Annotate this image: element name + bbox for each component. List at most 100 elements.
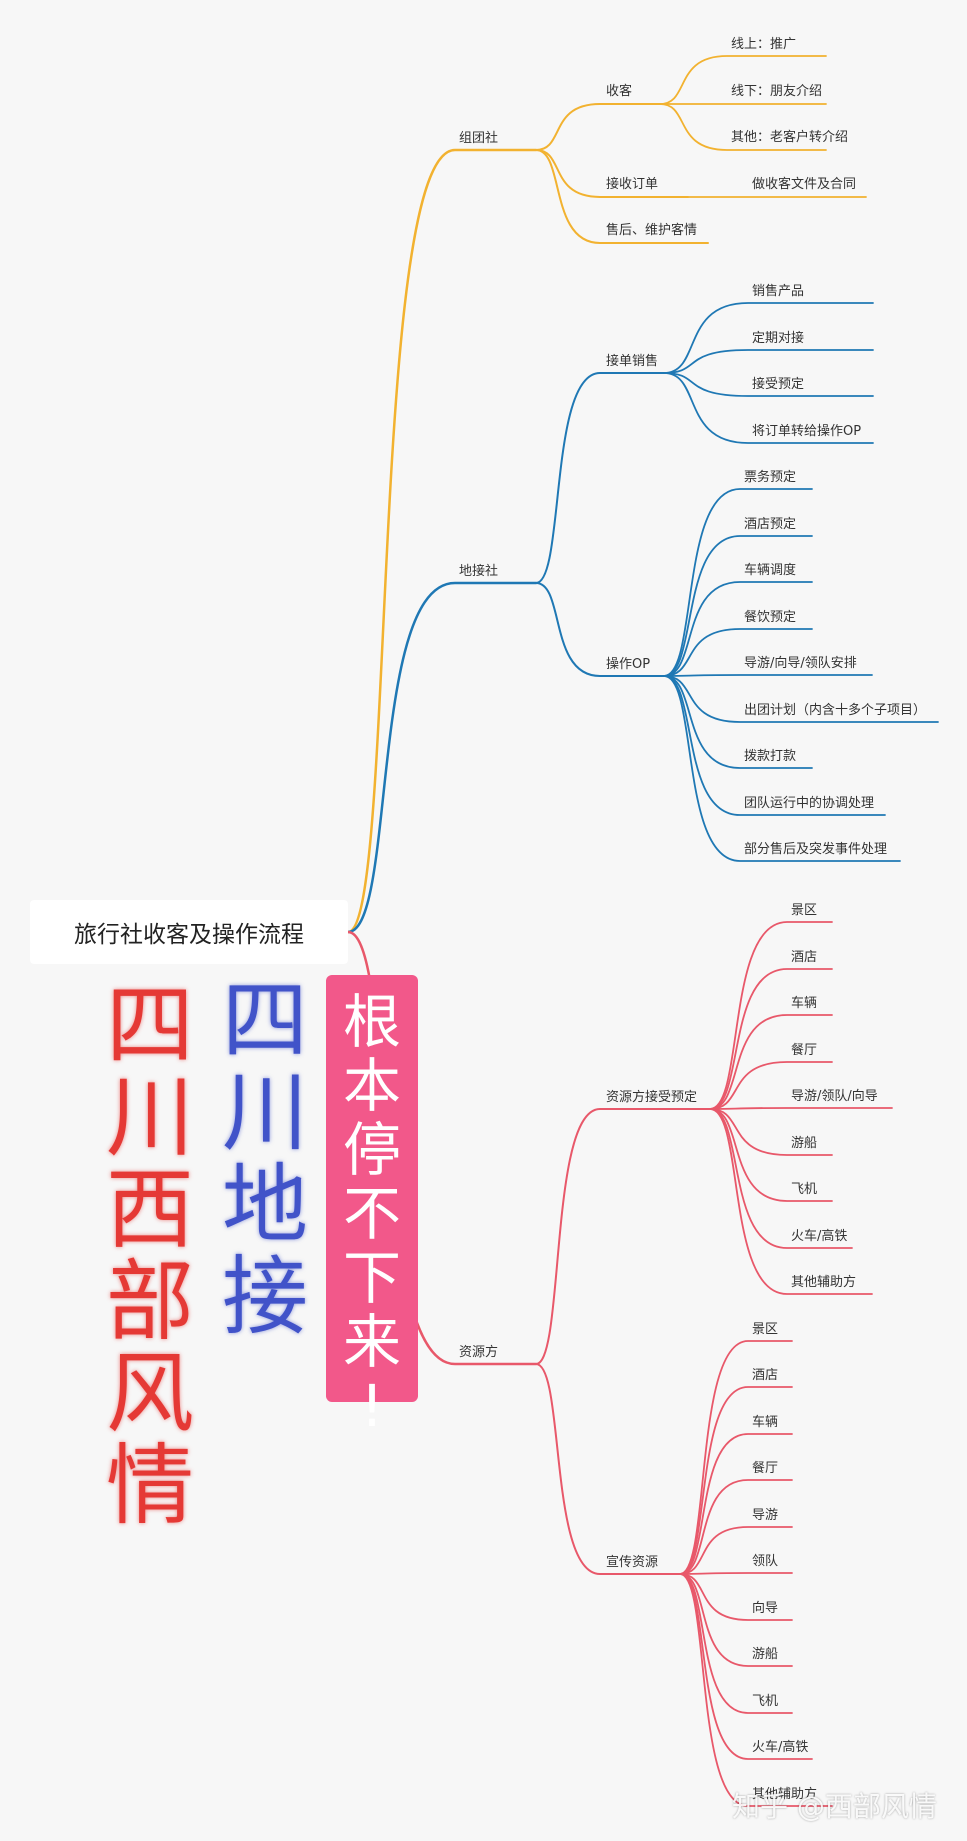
leaf-connector — [663, 675, 886, 816]
leaf-xuanchuan-4[interactable]: 导游 — [752, 1508, 779, 1523]
root-node[interactable]: 旅行社收客及操作流程 — [30, 900, 348, 964]
leaf-op-7[interactable]: 团队运行中的协调处理 — [744, 796, 875, 811]
sub-connector — [535, 582, 665, 677]
leaf-connector — [679, 1526, 793, 1575]
branch-zutuan[interactable]: 组团社 — [459, 131, 499, 146]
leaf-op-0[interactable]: 票务预定 — [744, 470, 797, 485]
leaf-shouke-2[interactable]: 其他：老客户转介绍 — [731, 130, 849, 145]
leaf-connector — [663, 675, 939, 723]
leaf-xiaoshou-3[interactable]: 将订单转给操作OP — [752, 424, 862, 439]
leaf-connector — [663, 628, 813, 677]
banner-char: 根 — [342, 988, 401, 1056]
promo-banner-text: 根 本 停 不 下 来 ! — [326, 990, 418, 1438]
promo-blue-char: 地 — [222, 1155, 308, 1255]
leaf-yuding-6[interactable]: 飞机 — [791, 1182, 818, 1197]
leaf-connector — [709, 1108, 833, 1202]
banner-char: 不 — [342, 1180, 401, 1248]
branch-dijie[interactable]: 地接社 — [459, 564, 499, 579]
node-op[interactable]: 操作OP — [606, 657, 651, 672]
leaf-connector — [679, 1386, 793, 1575]
sub-connector — [535, 1363, 681, 1575]
leaf-xuanchuan-5[interactable]: 领队 — [752, 1554, 779, 1569]
leaf-xuanchuan-8[interactable]: 飞机 — [752, 1694, 779, 1709]
node-xuanchuan[interactable]: 宣传资源 — [606, 1555, 659, 1570]
leaf-op-1[interactable]: 酒店预定 — [744, 517, 797, 532]
leaf-connector — [679, 1433, 793, 1575]
leaf-yuding-5[interactable]: 游船 — [791, 1136, 818, 1151]
leaf-jieshou-0[interactable]: 做收客文件及合同 — [752, 177, 857, 192]
leaf-connector — [663, 349, 874, 374]
leaf-connector — [709, 1108, 853, 1249]
leaf-xiaoshou-0[interactable]: 销售产品 — [752, 284, 805, 299]
promo-red-char: 四 — [105, 974, 194, 1077]
promo-red-char: 情 — [105, 1434, 194, 1537]
banner-char: 本 — [342, 1052, 401, 1120]
leaf-connector — [663, 488, 813, 677]
leaf-op-8[interactable]: 部分售后及突发事件处理 — [744, 842, 888, 857]
leaf-connector — [709, 1107, 893, 1110]
promo-banner — [326, 975, 418, 1402]
promo-blue-char: 接 — [222, 1247, 308, 1347]
leaf-shouke-1[interactable]: 线下：朋友介绍 — [731, 84, 823, 99]
leaf-connector — [663, 372, 874, 444]
promo-red-char: 西 — [105, 1158, 194, 1261]
leaf-op-5[interactable]: 出团计划（内含十多个子项目） — [744, 703, 927, 718]
sub-connector — [535, 103, 661, 151]
leaf-connector — [709, 968, 833, 1110]
leaf-yuding-3[interactable]: 餐厅 — [791, 1043, 818, 1058]
leaf-yuding-0[interactable]: 景区 — [791, 903, 818, 918]
node-shouke[interactable]: 收客 — [606, 84, 633, 99]
promo-blue-char: 川 — [222, 1063, 308, 1163]
promo-blue-char: 四 — [222, 971, 308, 1071]
banner-char: 停 — [342, 1116, 401, 1184]
sub-connector — [535, 149, 689, 198]
leaf-op-3[interactable]: 餐饮预定 — [744, 610, 797, 625]
leaf-connector — [663, 535, 813, 677]
node-xiaoshou[interactable]: 接单销售 — [606, 354, 659, 369]
banner-char: 来 — [342, 1308, 401, 1376]
leaf-yuding-7[interactable]: 火车/高铁 — [791, 1229, 848, 1244]
leaf-connector — [709, 1108, 833, 1156]
node-jieshou[interactable]: 接收订单 — [606, 177, 659, 192]
promo-text-blue: 四 川 地 接 — [215, 975, 315, 1343]
leaf-yuding-1[interactable]: 酒店 — [791, 950, 818, 965]
node-yuding[interactable]: 资源方接受预定 — [606, 1090, 698, 1105]
leaf-connector — [679, 1340, 793, 1575]
leaf-connector — [679, 1573, 793, 1667]
leaf-xuanchuan-10[interactable]: 其他辅助方 — [752, 1787, 818, 1802]
leaf-xuanchuan-1[interactable]: 酒店 — [752, 1368, 779, 1383]
leaf-yuding-8[interactable]: 其他辅助方 — [791, 1275, 857, 1290]
leaf-connector — [663, 302, 874, 374]
leaf-op-2[interactable]: 车辆调度 — [744, 563, 797, 578]
leaf-yuding-2[interactable]: 车辆 — [791, 996, 818, 1011]
sub-connector — [535, 1108, 711, 1365]
leaf-connector — [679, 1572, 793, 1575]
leaf-connector — [679, 1573, 793, 1621]
leaf-connector — [663, 675, 813, 769]
leaf-yuding-4[interactable]: 导游/领队/向导 — [791, 1089, 878, 1104]
banner-char: 下 — [342, 1244, 401, 1312]
leaf-xuanchuan-0[interactable]: 景区 — [752, 1322, 779, 1337]
leaf-connector — [709, 1108, 873, 1295]
leaf-op-6[interactable]: 拨款打款 — [744, 749, 797, 764]
banner-char: ! — [360, 1372, 384, 1440]
leaf-xuanchuan-7[interactable]: 游船 — [752, 1647, 779, 1662]
leaf-shouke-0[interactable]: 线上：推广 — [731, 37, 797, 52]
leaf-connector — [709, 1014, 833, 1110]
leaf-connector — [709, 1061, 833, 1110]
leaf-xuanchuan-3[interactable]: 餐厅 — [752, 1461, 779, 1476]
leaf-xiaoshou-1[interactable]: 定期对接 — [752, 331, 805, 346]
node-shouhou[interactable]: 售后、维护客情 — [606, 223, 698, 238]
leaf-connector — [679, 1573, 833, 1807]
leaf-op-4[interactable]: 导游/向导/领队安排 — [744, 656, 857, 671]
branch-connector — [346, 581, 538, 934]
leaf-xuanchuan-2[interactable]: 车辆 — [752, 1415, 779, 1430]
leaf-connector — [709, 921, 833, 1110]
branch-ziyuan[interactable]: 资源方 — [459, 1345, 499, 1360]
leaf-xuanchuan-6[interactable]: 向导 — [752, 1601, 779, 1616]
promo-red-char: 部 — [105, 1250, 194, 1353]
leaf-xuanchuan-9[interactable]: 火车/高铁 — [752, 1740, 809, 1755]
sub-connector — [535, 149, 709, 244]
leaf-connector — [663, 674, 873, 677]
leaf-xiaoshou-2[interactable]: 接受预定 — [752, 377, 805, 392]
